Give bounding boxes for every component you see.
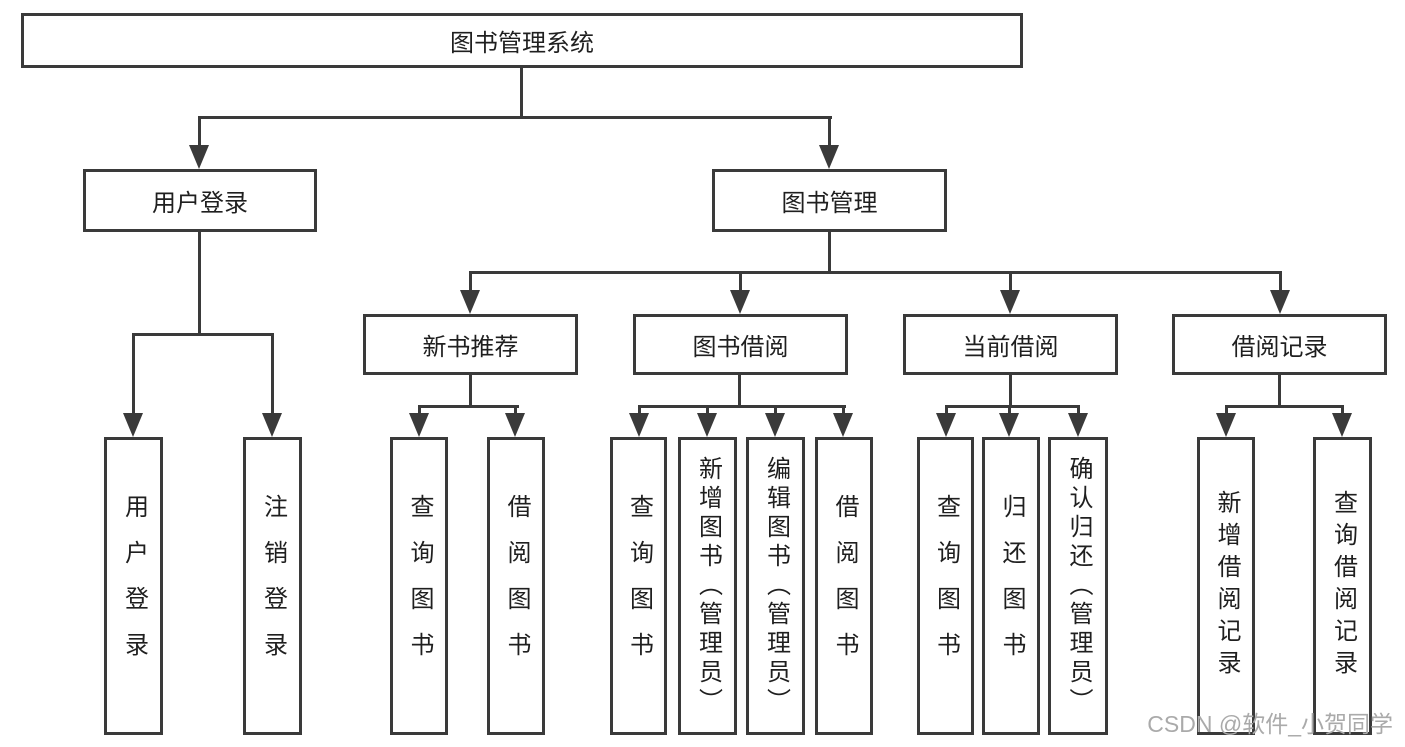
node-leaf-borrow-books: 借阅图书 [815,437,873,735]
arrow-down-icon [460,290,480,314]
connector-line [842,405,845,415]
arrow-down-icon [262,413,282,437]
connector-line [706,405,709,415]
node-leaf-confirm-return-admin: 确认归还（管理员） [1048,437,1108,735]
connector-line [1009,375,1012,407]
node-user-login: 用户登录 [83,169,317,232]
node-leaf-borrow-books-recommend: 借阅图书 [487,437,545,735]
node-leaf-query-borrow-record: 查询借阅记录 [1313,437,1372,735]
connector-line [638,405,641,415]
connector-line [945,405,1080,408]
arrow-down-icon [505,413,525,437]
connector-line [1278,375,1281,407]
node-library-system: 图书管理系统 [21,13,1023,68]
node-current-borrowing: 当前借阅 [903,314,1118,375]
connector-line [132,333,274,336]
arrow-down-icon [819,145,839,169]
node-leaf-add-books-admin: 新增图书（管理员） [678,437,737,735]
arrow-down-icon [1332,413,1352,437]
arrow-down-icon [1216,413,1236,437]
connector-line [828,116,831,146]
connector-line [514,405,517,415]
connector-line [1225,405,1228,415]
connector-line [739,271,742,291]
connector-line [828,232,831,273]
node-leaf-logout: 注销登录 [243,437,302,735]
arrow-down-icon [936,413,956,437]
node-new-book-recommendation: 新书推荐 [363,314,578,375]
connector-line [1008,405,1011,415]
arrow-down-icon [409,413,429,437]
connector-line [132,333,135,414]
node-leaf-query-books-current: 查询图书 [917,437,974,735]
node-leaf-edit-books-admin: 编辑图书（管理员） [746,437,805,735]
node-leaf-add-borrow-record: 新增借阅记录 [1197,437,1255,735]
arrow-down-icon [1270,290,1290,314]
csdn-watermark: CSDN @软件_小贺同学 [1147,711,1393,737]
node-borrowing-records: 借阅记录 [1172,314,1387,375]
arrow-down-icon [765,413,785,437]
arrow-down-icon [189,145,209,169]
connector-line [271,333,274,414]
connector-line [418,405,519,408]
arrow-down-icon [629,413,649,437]
connector-line [1225,405,1344,408]
connector-line [520,68,523,117]
arrow-down-icon [1068,413,1088,437]
connector-line [638,405,846,408]
connector-line [774,405,777,415]
connector-line [738,375,741,407]
node-leaf-user-login: 用户登录 [104,437,163,735]
connector-line [1009,271,1012,291]
connector-line [198,116,201,146]
node-leaf-query-books-borrowing: 查询图书 [610,437,667,735]
connector-line [469,271,472,291]
connector-line [1279,271,1282,291]
connector-line [945,405,948,415]
node-book-management: 图书管理 [712,169,947,232]
arrow-down-icon [1000,290,1020,314]
arrow-down-icon [697,413,717,437]
connector-line [198,232,201,335]
connector-line [469,271,1282,274]
arrow-down-icon [730,290,750,314]
node-leaf-return-books: 归还图书 [982,437,1040,735]
node-leaf-query-books-recommend: 查询图书 [390,437,448,735]
connector-line [469,375,472,407]
arrow-down-icon [999,413,1019,437]
connector-line [1341,405,1344,415]
connector-line [1077,405,1080,415]
connector-line [198,116,832,119]
connector-line [418,405,421,415]
node-book-borrowing: 图书借阅 [633,314,848,375]
arrow-down-icon [123,413,143,437]
arrow-down-icon [833,413,853,437]
